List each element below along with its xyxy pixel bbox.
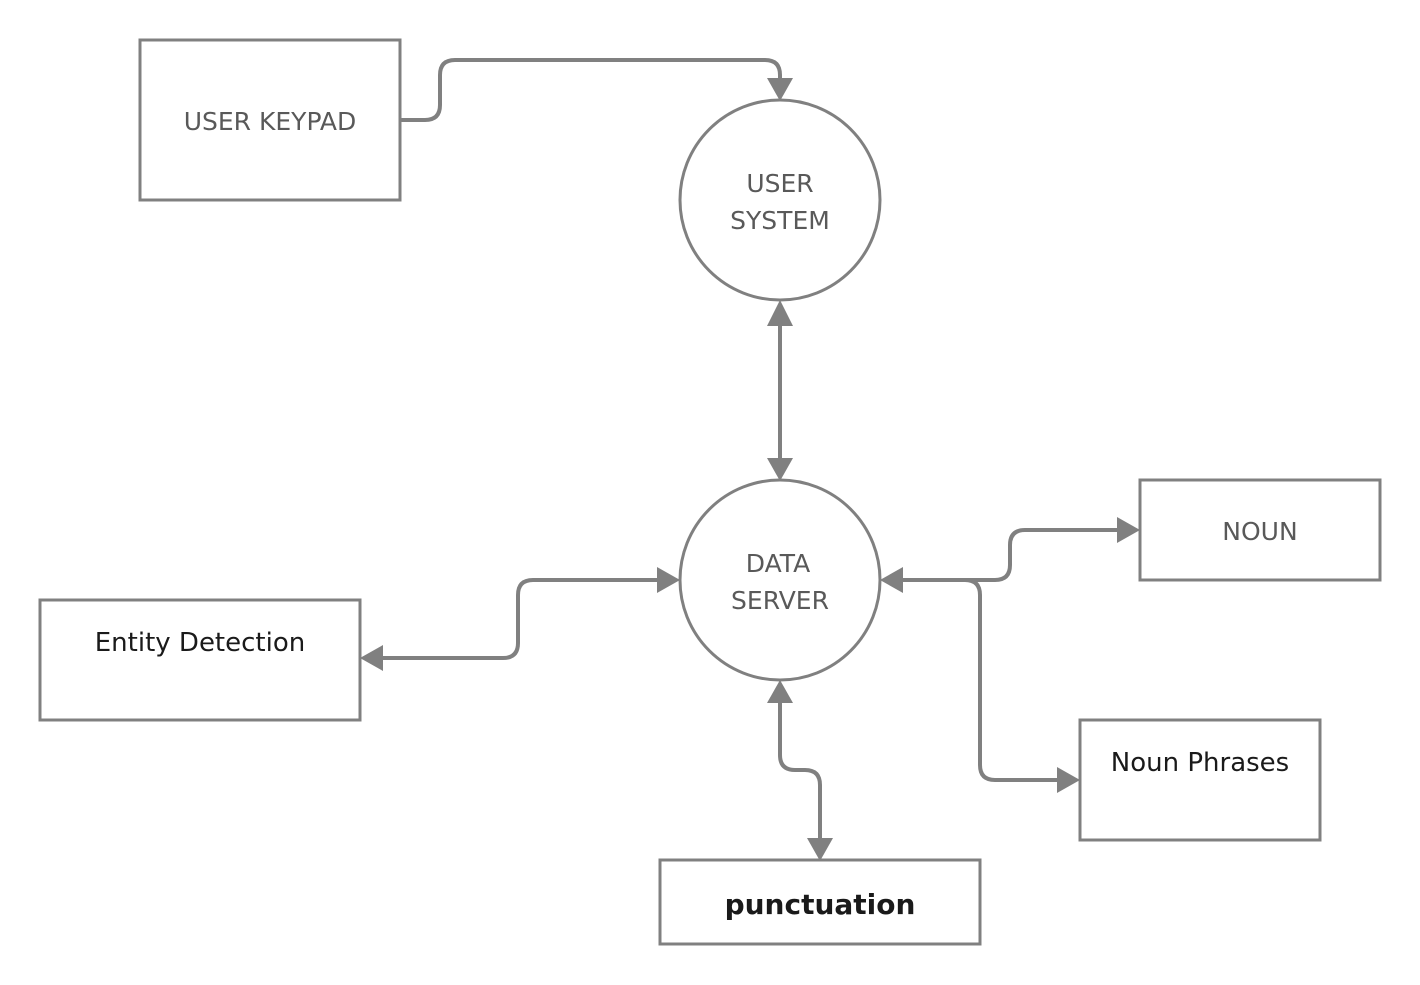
edge-data-server-to-entity-detection (360, 567, 680, 671)
noun-label: NOUN (1222, 517, 1297, 546)
edge-data-server-to-noun (880, 517, 1140, 593)
noun-phrases-label: Noun Phrases (1111, 748, 1289, 778)
node-noun-phrases[interactable]: Noun Phrases (1078, 718, 1322, 842)
node-data-server[interactable]: DATA SERVER (678, 478, 882, 682)
edge-data-server-to-noun-phrases (894, 578, 1080, 793)
entity-detection-label: Entity Detection (95, 628, 305, 658)
arrowhead-right-icon (657, 567, 680, 593)
arrowhead-down-icon (767, 78, 793, 101)
user-system-label-line2: SYSTEM (730, 206, 830, 235)
user-keypad-label: USER KEYPAD (184, 107, 357, 136)
punctuation-label: punctuation (725, 888, 916, 921)
arrowhead-left-icon (880, 567, 903, 593)
node-punctuation[interactable]: punctuation (658, 858, 982, 946)
edge-data-server-to-punctuation (767, 680, 833, 861)
node-user-system[interactable]: USER SYSTEM (678, 98, 882, 302)
edge-user-system-to-data-server (767, 300, 793, 481)
arrowhead-right-icon (1117, 517, 1140, 543)
arrowhead-left-icon (360, 645, 383, 671)
arrowhead-down-icon (807, 838, 833, 861)
arrowhead-up-icon (767, 680, 793, 703)
data-server-label-line2: SERVER (731, 586, 829, 615)
arrowhead-down-icon (767, 458, 793, 481)
arrowhead-up-icon (767, 300, 793, 326)
edge-keypad-to-user-system (400, 58, 793, 122)
node-user-keypad[interactable]: USER KEYPAD (138, 38, 402, 202)
node-noun[interactable]: NOUN (1138, 478, 1382, 582)
user-system-label-line1: USER (746, 169, 813, 198)
node-entity-detection[interactable]: Entity Detection (38, 598, 362, 722)
data-server-label-line1: DATA (746, 549, 810, 578)
arrowhead-right-icon (1057, 767, 1080, 793)
